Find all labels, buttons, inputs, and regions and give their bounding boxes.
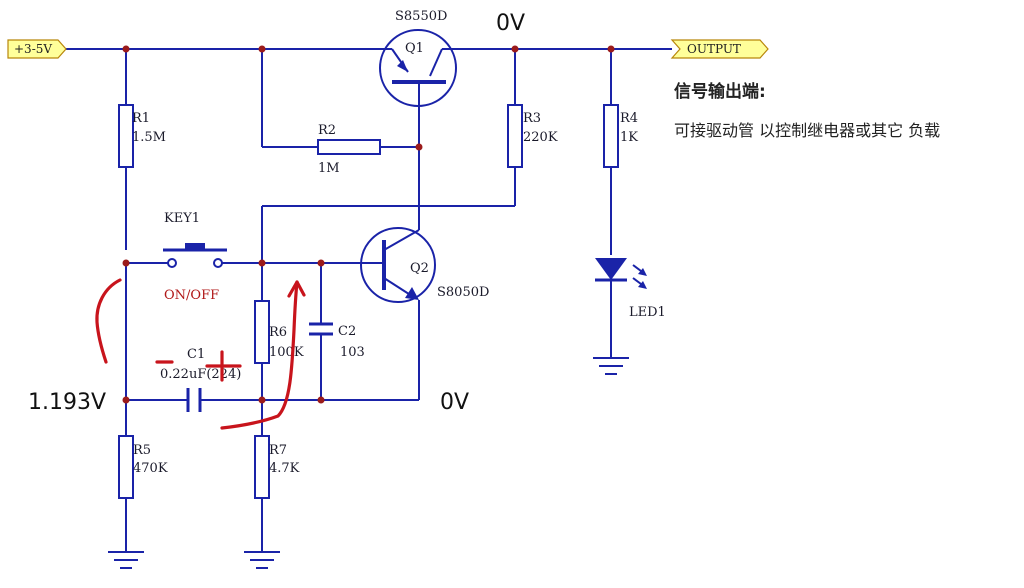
input-port: +3-5V bbox=[7, 39, 67, 59]
q2-ref: Q2 bbox=[410, 261, 429, 276]
q1-ref: Q1 bbox=[405, 41, 424, 56]
key1-ref: KEY1 bbox=[164, 211, 200, 226]
r1-ref: R1 bbox=[132, 111, 150, 126]
ground-r5 bbox=[108, 551, 144, 569]
output-port: OUTPUT bbox=[670, 39, 769, 59]
r1-value: 1.5M bbox=[132, 130, 166, 145]
resistor-r6 bbox=[254, 300, 270, 364]
input-port-label: +3-5V bbox=[14, 42, 52, 56]
ground-led1 bbox=[593, 357, 629, 375]
c1-value: 0.22uF(224) bbox=[160, 367, 241, 382]
r7-value: 4.7K bbox=[269, 461, 300, 476]
q1-collector-voltage: 0V bbox=[496, 11, 525, 36]
r2-value: 1M bbox=[318, 161, 340, 176]
r7-ref: R7 bbox=[269, 443, 287, 458]
note-body: 可接驱动管 以控制继电器或其它 负载 bbox=[674, 121, 940, 140]
r2-ref: R2 bbox=[318, 123, 336, 138]
r6-ref: R6 bbox=[269, 325, 287, 340]
led1-ref: LED1 bbox=[629, 305, 666, 320]
c2-ref: C2 bbox=[338, 324, 356, 339]
q2-emitter-voltage: 0V bbox=[440, 390, 469, 415]
r6-value: 100K bbox=[269, 345, 304, 360]
pushbutton-key1 bbox=[163, 243, 227, 268]
r3-value: 220K bbox=[523, 130, 558, 145]
c2-value: 103 bbox=[340, 345, 365, 360]
c1-ref: C1 bbox=[187, 347, 205, 362]
r3-ref: R3 bbox=[523, 111, 541, 126]
q1-part: S8550D bbox=[395, 9, 447, 24]
resistor-r2 bbox=[317, 139, 381, 155]
junctions bbox=[122, 45, 615, 404]
q2-part: S8050D bbox=[437, 285, 489, 300]
ground-r7 bbox=[244, 551, 280, 569]
capacitor-c2 bbox=[309, 322, 333, 336]
transistor-q1 bbox=[379, 29, 457, 107]
resistor-r7 bbox=[254, 435, 270, 499]
output-port-label: OUTPUT bbox=[687, 42, 741, 56]
wires bbox=[66, 48, 672, 552]
r4-ref: R4 bbox=[620, 111, 638, 126]
handwritten-annotations bbox=[95, 278, 306, 430]
resistor-r4 bbox=[603, 104, 619, 168]
note-title: 信号输出端: bbox=[674, 81, 766, 102]
transistor-q2 bbox=[360, 227, 436, 303]
r5-value: 470K bbox=[133, 461, 168, 476]
capacitor-c1 bbox=[186, 388, 202, 412]
led-led1 bbox=[595, 258, 647, 289]
resistor-r3 bbox=[507, 104, 523, 168]
resistor-r5 bbox=[118, 435, 134, 499]
resistor-r1 bbox=[118, 104, 134, 168]
divider-node-voltage: 1.193V bbox=[28, 390, 106, 415]
r5-ref: R5 bbox=[133, 443, 151, 458]
key1-label: ON/OFF bbox=[164, 288, 219, 303]
r4-value: 1K bbox=[620, 130, 638, 145]
